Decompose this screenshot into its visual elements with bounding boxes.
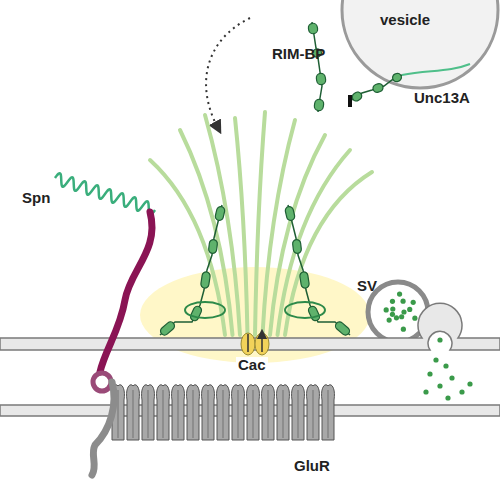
protein-label: Unc13A <box>412 90 472 107</box>
vesicle-label: vesicle <box>378 12 432 29</box>
adhesion-protein <box>100 212 152 372</box>
transport-arrow <box>206 18 250 128</box>
released-dots <box>423 337 472 400</box>
protein-label: Spn <box>20 190 52 207</box>
adhesion-ring <box>93 373 111 391</box>
protein-label: RIM-BP <box>270 46 327 63</box>
transport-vesicle <box>342 0 498 88</box>
receptor-label: GluR <box>292 458 332 475</box>
vesicle-label: SV <box>355 278 379 295</box>
glutamate-receptors <box>112 385 335 440</box>
spn-helix <box>55 173 155 215</box>
calcium-channel <box>241 333 269 355</box>
postsynaptic-partner <box>92 382 114 475</box>
brp-filaments <box>150 112 372 335</box>
transmitter-dots <box>384 291 418 331</box>
protein-chains <box>159 205 351 337</box>
channel-label: Cac <box>236 357 268 374</box>
